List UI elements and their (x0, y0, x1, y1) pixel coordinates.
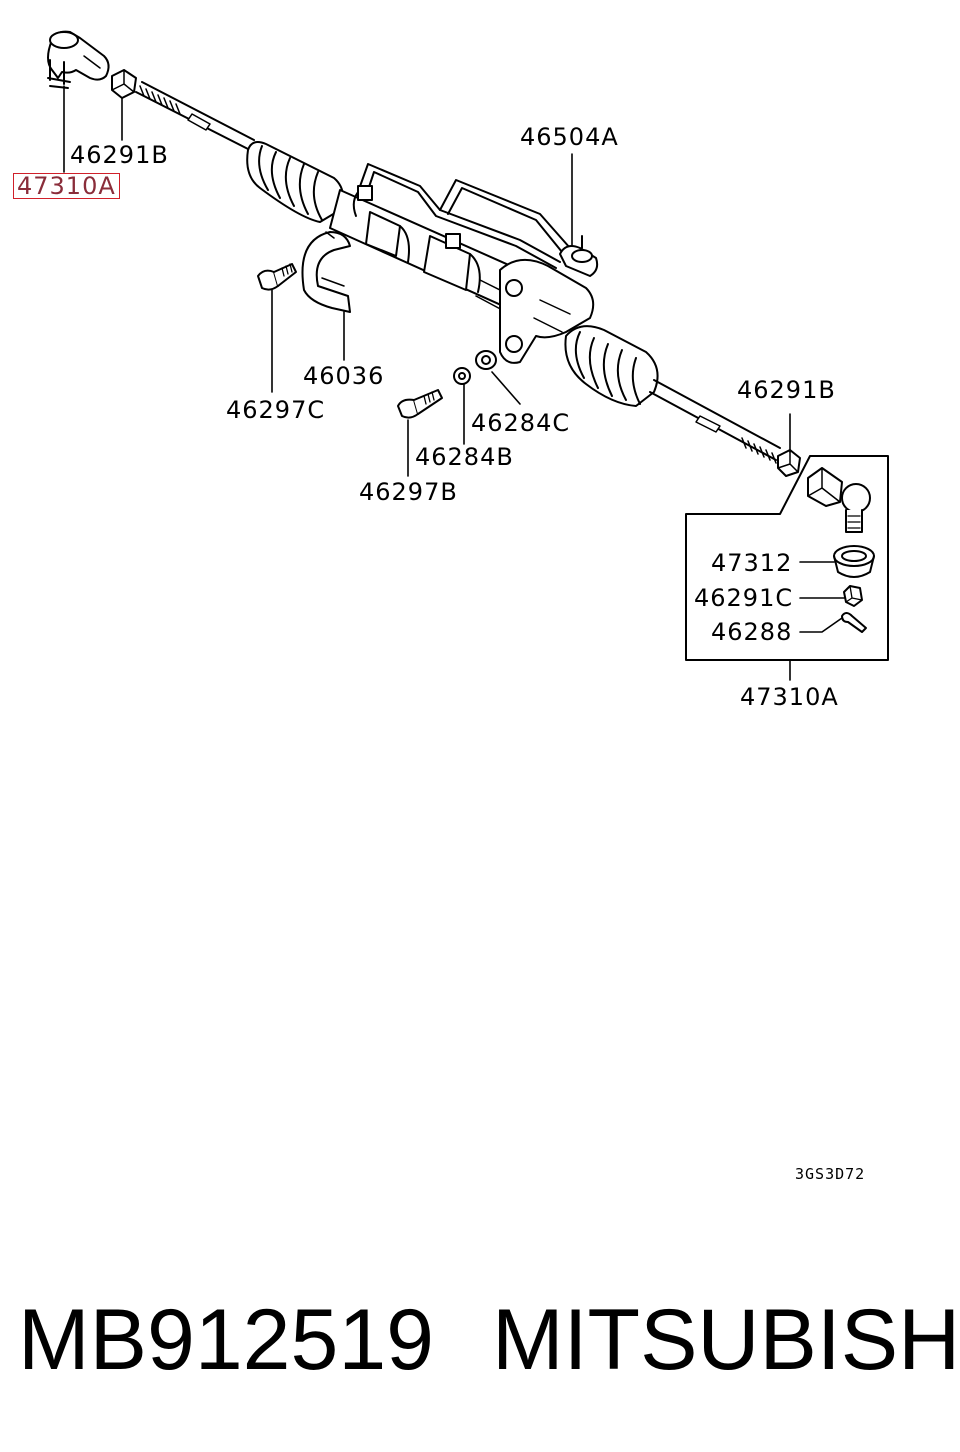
callout-cotter-pin[interactable]: 46288 (711, 618, 793, 646)
bolt-46297b (397, 389, 443, 419)
callout-left-tie-rod-end[interactable]: 47310A (13, 173, 120, 199)
callout-bolt-c[interactable]: 46297C (226, 396, 326, 424)
callout-clamp[interactable]: 46036 (303, 362, 385, 390)
right-boot (564, 325, 659, 407)
bolt-46297c (257, 263, 297, 291)
cotter-pin (841, 612, 867, 633)
drawing-code: 3GS3D72 (795, 1165, 866, 1183)
brand-name: MITSUBISHI (492, 1292, 960, 1388)
dust-cover (833, 545, 875, 578)
right-jam-nut (777, 449, 801, 477)
castle-nut (843, 585, 863, 607)
right-tie-rod (649, 379, 781, 464)
kit-box (685, 455, 889, 661)
left-tie-rod (135, 81, 255, 151)
callout-right-tie-rod-end[interactable]: 47310A (740, 683, 839, 711)
left-jam-nut (111, 69, 137, 99)
callout-dust-cover[interactable]: 47312 (711, 549, 793, 577)
pressure-lines (357, 163, 571, 269)
left-tie-rod-end (47, 30, 110, 89)
callout-bolt-b[interactable]: 46297B (359, 478, 458, 506)
rack-housing (329, 189, 521, 313)
mounting-clamp (301, 231, 351, 313)
callout-left-jam-nut[interactable]: 46291B (70, 141, 169, 169)
bushing-46284b (453, 367, 471, 385)
callout-bushing-c[interactable]: 46284C (471, 409, 571, 437)
right-tie-rod-end (807, 467, 871, 533)
part-number: MB912519 (18, 1292, 434, 1388)
callout-right-jam-nut[interactable]: 46291B (737, 376, 836, 404)
valve-housing (499, 235, 599, 364)
leader-lines (63, 85, 845, 681)
callout-castle-nut[interactable]: 46291C (694, 584, 794, 612)
callout-bushing-b[interactable]: 46284B (415, 443, 514, 471)
bushing-46284c (475, 350, 497, 370)
left-boot (246, 141, 344, 223)
callout-pressure-line[interactable]: 46504A (520, 123, 619, 151)
